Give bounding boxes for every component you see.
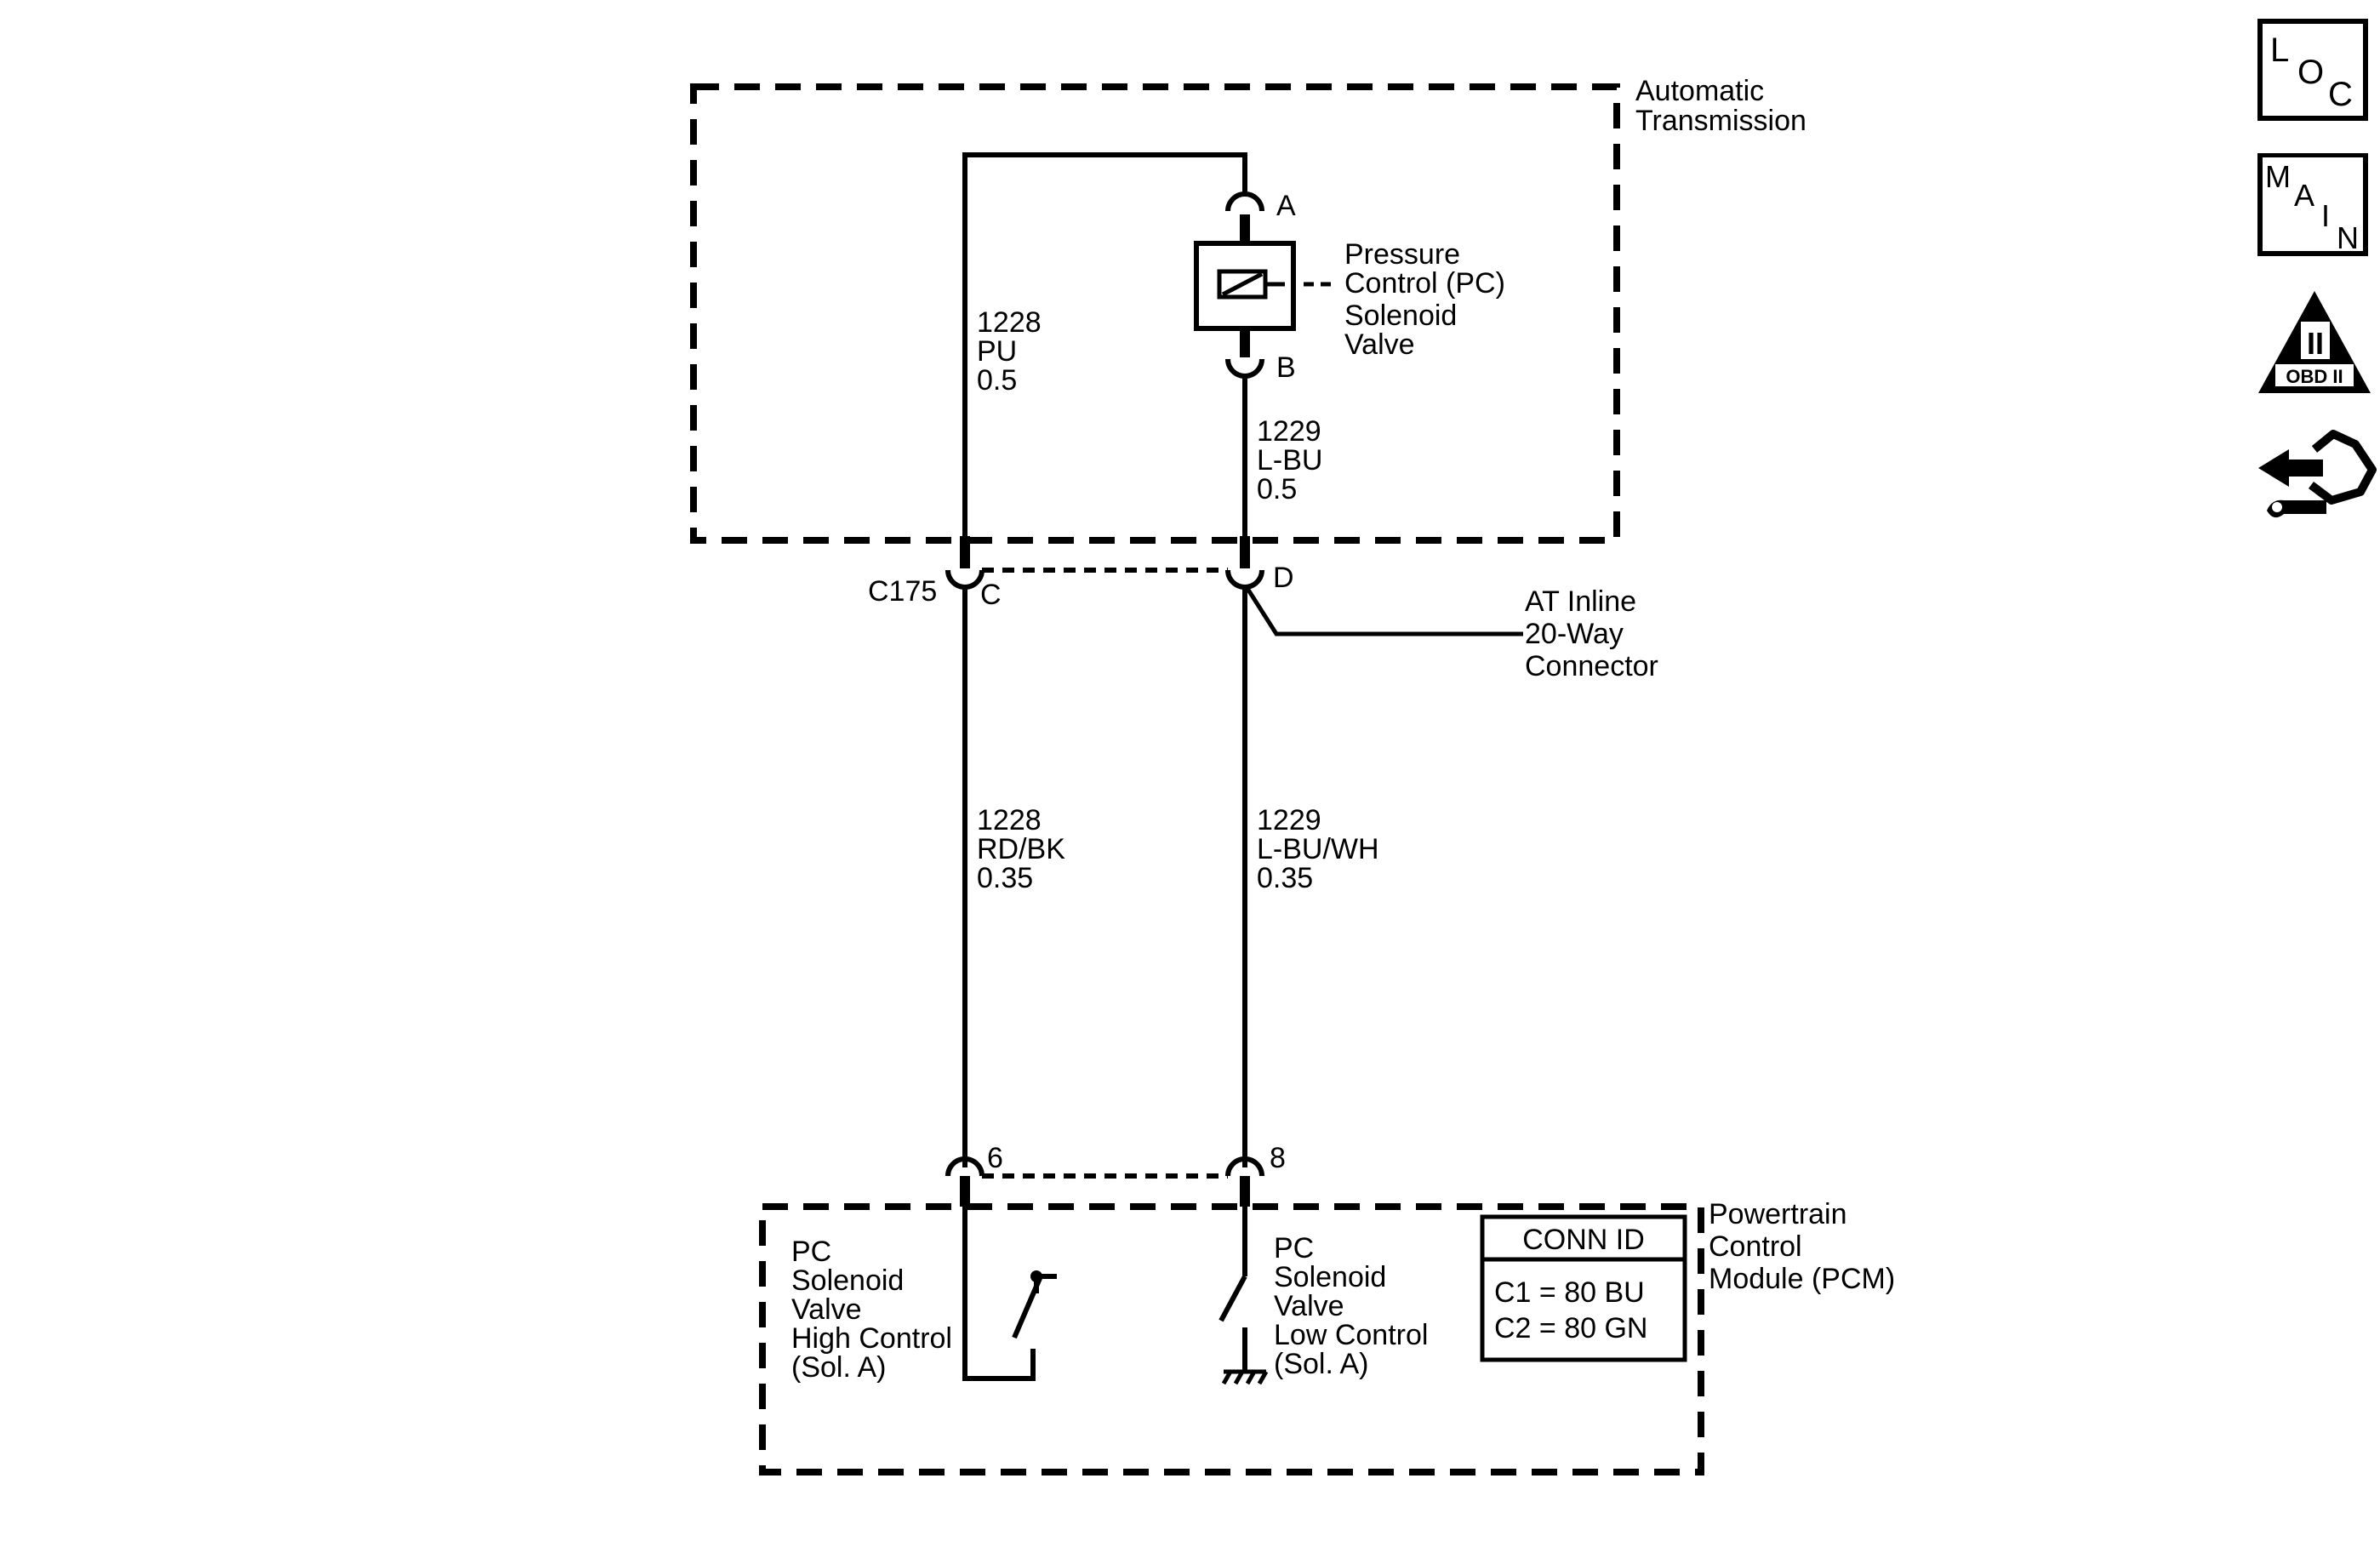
wire-1229-lower-color: L-BU/WH [1257,833,1379,865]
terminal-b-label: B [1276,351,1296,384]
c175-pin-d-label: D [1273,562,1294,594]
c175-name-line1: AT Inline [1525,585,1636,618]
c175-label: C175 [868,575,937,608]
wire-1229-lower-circuit: 1229 [1257,804,1321,836]
c175-leader-line [1244,585,1523,636]
svg-text:C: C [2328,76,2353,113]
terminal-b-arc [1225,358,1264,379]
wire-1228-upper-color: PU [977,335,1017,368]
low-control-label-line4: Low Control [1274,1319,1428,1351]
pcm-pin-6-arc [945,1156,985,1177]
conn-id-title: CONN ID [1522,1224,1645,1256]
low-control-label-line5: (Sol. A) [1274,1348,1368,1380]
conn-id-row2: C2 = 80 GN [1494,1312,1647,1344]
high-control-label-line4: High Control [791,1322,952,1355]
pc-solenoid-label-line2: Control (PC) [1344,267,1505,300]
pc-solenoid-label-line1: Pressure [1344,238,1460,271]
terminal-a-label: A [1276,190,1296,222]
conn-id-row1: C1 = 80 BU [1494,1276,1645,1309]
pcm-pin-6-label: 6 [987,1142,1003,1174]
wire-1229-upper-color: L-BU [1257,444,1322,477]
low-control-label-line2: Solenoid [1274,1261,1386,1293]
svg-text:M: M [2265,159,2291,194]
pc-solenoid-coil-diagonal [1221,271,1264,297]
svg-text:O: O [2297,54,2324,91]
pcm-pin-8-arc [1225,1156,1264,1177]
wire-1229-upper-circuit: 1229 [1257,415,1321,448]
transmission-boundary [690,83,1620,544]
c175-name-line2: 20-Way [1525,618,1624,650]
wire-1228-upper-size: 0.5 [977,364,1017,397]
svg-text:L: L [2270,31,2289,69]
high-control-label-line2: Solenoid [791,1264,904,1297]
c175-pin-c-label: C [980,579,1002,611]
c175-pin-d-arc [1225,569,1264,590]
pc-solenoid-label-line3: Solenoid [1344,300,1457,332]
conn-id-box [1480,1214,1687,1362]
svg-text:A: A [2294,178,2314,213]
c175-pin-c-arc [945,569,985,590]
c175-name-line3: Connector [1525,650,1658,682]
wire-1228-lower-color: RD/BK [977,833,1065,865]
pcm-boundary [759,1203,1704,1476]
wire-1228-lower-size: 0.35 [977,862,1033,894]
high-control-label-line5: (Sol. A) [791,1351,886,1384]
wire-1228-upper [962,152,1247,540]
pcm-pin-8-label: 8 [1270,1142,1286,1174]
wire-1228-lower-circuit: 1228 [977,804,1042,836]
high-control-switch-lead [962,1207,1036,1381]
svg-text:OBD II: OBD II [2286,366,2343,387]
low-control-label-line1: PC [1274,1232,1314,1264]
transmission-label-line1: Automatic [1635,75,1764,107]
loc-icon[interactable]: L O C [2255,17,2380,128]
svg-text:II: II [2307,326,2324,361]
pcm-label-line3: Module (PCM) [1709,1263,1895,1295]
low-control-switch-blade [1219,1275,1247,1322]
pcm-label-line1: Powertrain [1709,1198,1847,1230]
terminal-a-arc [1225,191,1264,212]
high-control-label-line3: Valve [791,1293,862,1326]
wire-1228-upper-circuit: 1228 [977,306,1042,339]
transmission-label-line2: Transmission [1635,105,1806,137]
chassis-ground-icon [1221,1369,1269,1385]
diagnostic-connector-icon[interactable] [2255,425,2380,536]
low-control-label-line3: Valve [1274,1290,1344,1322]
pcm-label-line2: Control [1709,1230,1802,1263]
main-icon[interactable]: M A I N [2255,152,2380,264]
svg-text:N: N [2337,220,2359,255]
svg-text:I: I [2321,198,2330,233]
wire-1229-upper-size: 0.5 [1257,473,1297,505]
high-control-label-line1: PC [791,1236,831,1268]
obd-ii-icon[interactable]: II OBD II [2255,288,2380,398]
wire-1229-lower-size: 0.35 [1257,862,1313,894]
pc-solenoid-label-line4: Valve [1344,328,1415,361]
